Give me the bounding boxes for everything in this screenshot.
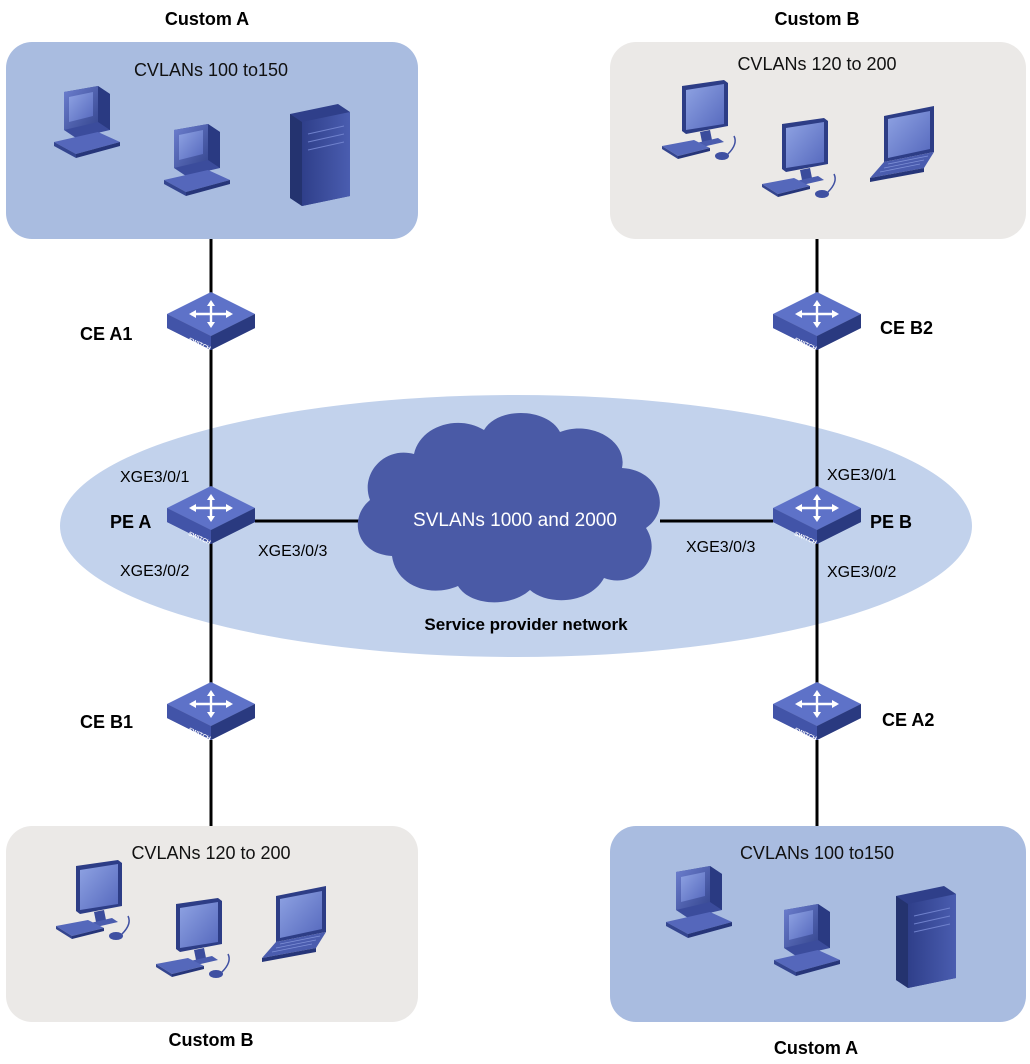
ce-b1-switch-icon	[165, 680, 257, 742]
cloud-label: SVLANs 1000 and 2000	[413, 510, 617, 531]
customer-label-top-left: Custom A	[165, 9, 249, 29]
device-label-ce-a1: CE A1	[80, 324, 132, 344]
device-label-ce-b1: CE B1	[80, 712, 133, 732]
server-tower-icon	[895, 885, 957, 989]
ce-b2-switch-icon	[771, 290, 863, 352]
port-label-pe-a-uplink: XGE3/0/1	[120, 469, 189, 486]
network-links	[209, 239, 819, 826]
device-label-ce-b2: CE B2	[880, 318, 933, 338]
vlan-label-top-right: CVLANs 120 to 200	[737, 54, 896, 74]
device-label-pe-a: PE A	[110, 512, 151, 532]
server-tower-icon	[289, 103, 351, 207]
port-label-pe-b-uplink: XGE3/0/1	[827, 467, 896, 484]
ce-a1-switch-icon	[165, 290, 257, 352]
device-label-pe-b: PE B	[870, 512, 912, 532]
vlan-label-bottom-right: CVLANs 100 to150	[740, 843, 894, 863]
vlan-label-bottom-left: CVLANs 120 to 200	[131, 843, 290, 863]
vlan-label-top-left: CVLANs 100 to150	[134, 60, 288, 80]
customer-label-top-right: Custom B	[775, 9, 860, 29]
network-label: Service provider network	[424, 615, 628, 634]
port-label-pe-a-downlink: XGE3/0/2	[120, 563, 189, 580]
port-label-pe-b-core: XGE3/0/3	[686, 539, 755, 556]
device-label-ce-a2: CE A2	[882, 710, 934, 730]
port-label-pe-b-downlink: XGE3/0/2	[827, 564, 896, 581]
port-label-pe-a-core: XGE3/0/3	[258, 543, 327, 560]
svlan-cloud-icon	[357, 412, 660, 603]
customer-label-bottom-left: Custom B	[169, 1030, 254, 1050]
customer-label-bottom-right: Custom A	[774, 1038, 858, 1058]
ce-a2-switch-icon	[771, 680, 863, 742]
